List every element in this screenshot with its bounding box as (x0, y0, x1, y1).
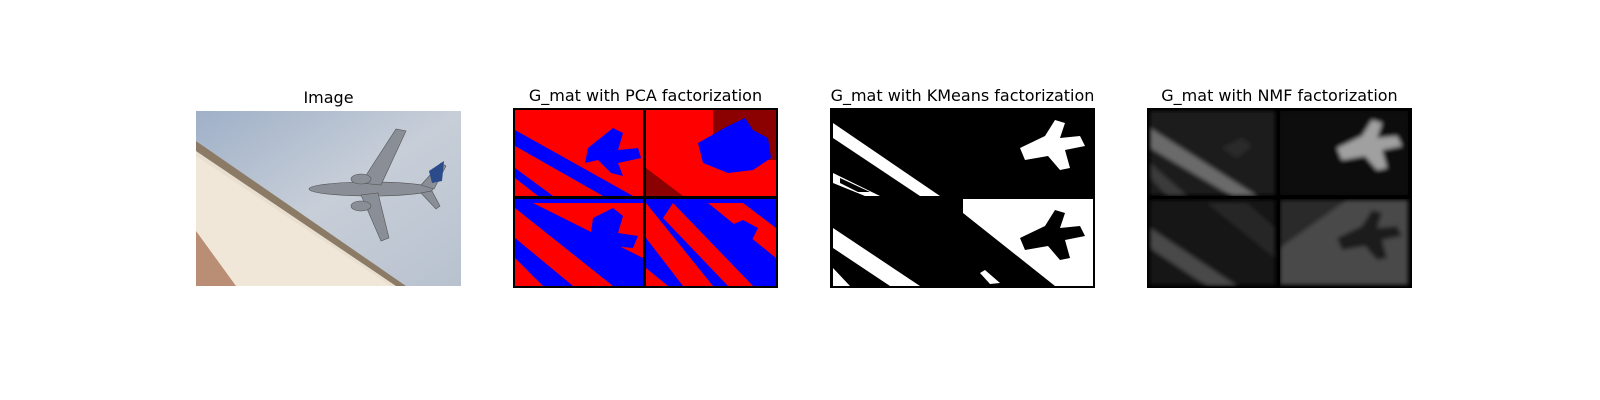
panel-title-kmeans: G_mat with KMeans factorization (830, 86, 1095, 105)
airplane-photo (196, 111, 461, 286)
panel-nmf (1147, 108, 1412, 288)
panel-pca (513, 108, 778, 288)
panel-image (196, 111, 461, 286)
kmeans-heatmap (830, 108, 1095, 288)
panel-title-nmf: G_mat with NMF factorization (1161, 86, 1398, 105)
pca-heatmap (513, 108, 778, 288)
panel-kmeans (830, 108, 1095, 288)
nmf-heatmap (1147, 108, 1412, 288)
panel-title-pca: G_mat with PCA factorization (528, 86, 763, 105)
panel-title-image: Image (303, 88, 354, 107)
